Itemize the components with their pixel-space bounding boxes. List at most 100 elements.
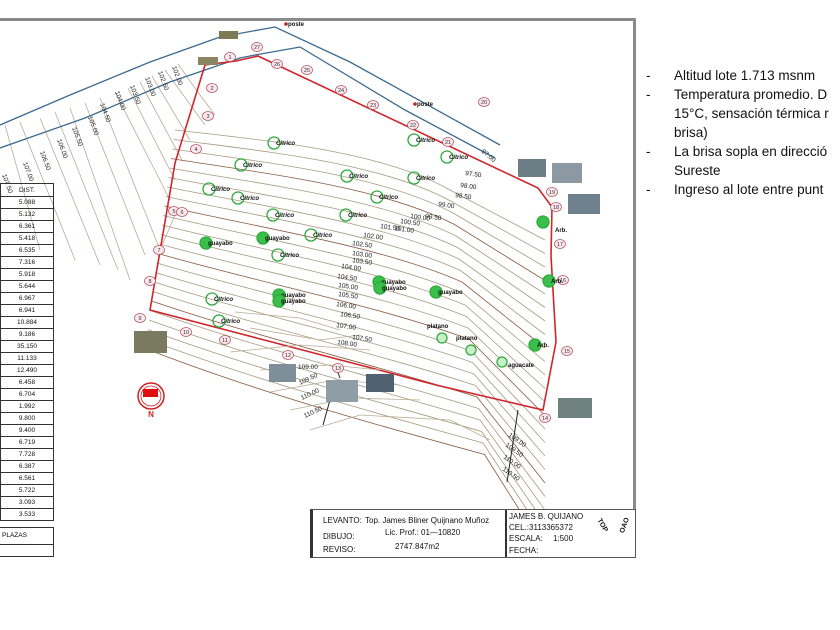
tree-icon xyxy=(436,332,448,344)
pole-icon xyxy=(284,22,288,26)
contour-label: 104.50 xyxy=(98,102,112,123)
contour-label: 102.00 xyxy=(363,232,384,242)
vertex-label: 10 xyxy=(183,330,189,336)
vertex-label: 11 xyxy=(222,338,228,344)
photo-thumbnail xyxy=(568,194,600,214)
vertex-marker: 9 xyxy=(134,313,146,323)
vertex-marker: 16 xyxy=(557,275,569,285)
distance-cell: 35.150 xyxy=(0,340,54,353)
contour-label: 109.00 xyxy=(298,364,318,371)
tree-icon xyxy=(267,136,281,150)
tree-icon xyxy=(256,231,270,245)
tree-label: Citrico xyxy=(214,297,233,303)
distance-cell: 5.918 xyxy=(0,268,54,281)
table-row: 6.967 xyxy=(0,292,54,305)
distance-cell: 6.967 xyxy=(0,292,54,305)
vertex-marker: 25 xyxy=(301,65,313,75)
photo-thumbnails xyxy=(134,31,600,418)
distance-cell: 9.186 xyxy=(0,328,54,341)
vertex-label: 4 xyxy=(194,147,197,153)
contour-line xyxy=(159,243,546,403)
title-block: LEVANTO: Top. James Bliner Quijnano Muño… xyxy=(310,509,636,558)
phone: CEL.:3113365372 xyxy=(509,523,573,532)
tree-icon xyxy=(212,314,226,328)
table-row: 6.719 xyxy=(0,436,54,449)
table-row: 5.132 xyxy=(0,208,54,221)
contour-line xyxy=(165,196,546,335)
tree-platano: platano xyxy=(427,324,449,344)
contour-label: 100.50 xyxy=(400,218,421,228)
table-row: 3.533 xyxy=(0,508,54,521)
scale-label: ESCALA: xyxy=(509,534,543,543)
contour-label: 100.00 xyxy=(410,213,431,223)
note-bullet: - xyxy=(646,87,651,102)
vertex-marker: 8 xyxy=(144,276,156,286)
table-row: 3.093 xyxy=(0,496,54,509)
tree-guayabo: guayabo xyxy=(429,285,463,299)
table-row: 6.458 xyxy=(0,376,54,389)
distance-cell: 6.458 xyxy=(0,376,54,389)
title-block-right: JAMES B. QUIJANO CEL.:3113365372 ESCALA:… xyxy=(507,510,637,557)
table-row: 5.722 xyxy=(0,484,54,497)
vertex-label: 2 xyxy=(210,86,213,92)
tree-citrico: Citrico xyxy=(407,171,435,185)
contour-line xyxy=(174,129,546,241)
tree-citrico: Citrico xyxy=(340,169,368,183)
contour-line xyxy=(114,91,171,201)
contour-labels: 107.50107.00106.50106.00105.50105.00104.… xyxy=(0,65,527,483)
tree-label: Citrico xyxy=(349,174,368,180)
vertex-marker: 18 xyxy=(550,202,562,212)
distance-cell: 6.719 xyxy=(0,436,54,449)
vertex-label: 20 xyxy=(481,100,487,106)
photo-thumbnail xyxy=(518,159,546,177)
author: JAMES B. QUIJANO xyxy=(509,512,584,521)
tree-icon xyxy=(373,281,387,295)
contour-label: 98.00 xyxy=(460,182,477,191)
vertex-marker: 20 xyxy=(478,97,490,107)
logo-text-right: OAO xyxy=(618,516,631,535)
vertex-label: 21 xyxy=(445,140,451,146)
table-row: 9.800 xyxy=(0,412,54,425)
tree-icon xyxy=(496,356,508,368)
tree-icon xyxy=(205,292,219,306)
table-row: 6.387 xyxy=(0,460,54,473)
tree-label: Citrico xyxy=(243,163,262,169)
contour-label: 104.50 xyxy=(337,273,358,283)
contour-label: 103.50 xyxy=(128,84,142,105)
tree-label: Citrico xyxy=(449,155,468,161)
tree-arbol: Arb. xyxy=(542,274,563,288)
vertex-marker: 26 xyxy=(271,59,283,69)
contour-label: 106.00 xyxy=(336,301,357,311)
distance-cell: 6.941 xyxy=(0,304,54,317)
vertex-marker: 3 xyxy=(202,111,214,121)
contour-line xyxy=(69,107,131,281)
tree-icon xyxy=(339,208,353,222)
logo-text-left: TOP xyxy=(595,517,609,534)
vertex-marker: 22 xyxy=(407,120,419,130)
table-row: 5.644 xyxy=(0,280,54,293)
contour-line xyxy=(168,177,546,308)
note-line: brisa) xyxy=(644,123,840,142)
tree-icon xyxy=(202,182,216,196)
note-line: -Ingreso al lote entre punt xyxy=(644,180,840,199)
distance-cell: 10.884 xyxy=(0,316,54,329)
note-line: 15°C, sensación térmica r xyxy=(644,104,840,123)
contour-label: 97.50 xyxy=(465,170,482,179)
photo-thumbnail xyxy=(219,31,238,39)
road-edge-inner xyxy=(0,46,496,159)
note-text: La brisa sopla en direcció xyxy=(674,144,828,159)
contour-line xyxy=(156,262,546,430)
contour-line xyxy=(157,253,546,416)
pole-icon xyxy=(413,102,417,106)
tree-label: guayabo xyxy=(381,280,406,286)
vertex-label: 8 xyxy=(148,279,151,285)
tree-label: Citrico xyxy=(275,213,294,219)
vertex-label: 12 xyxy=(285,353,291,359)
contour-line xyxy=(139,81,183,161)
vertex-label: 6 xyxy=(180,210,183,216)
contour-label: 101.00 xyxy=(394,225,415,235)
tree-label: aguacate xyxy=(508,363,535,369)
tree-citrico: Citrico xyxy=(202,182,230,196)
